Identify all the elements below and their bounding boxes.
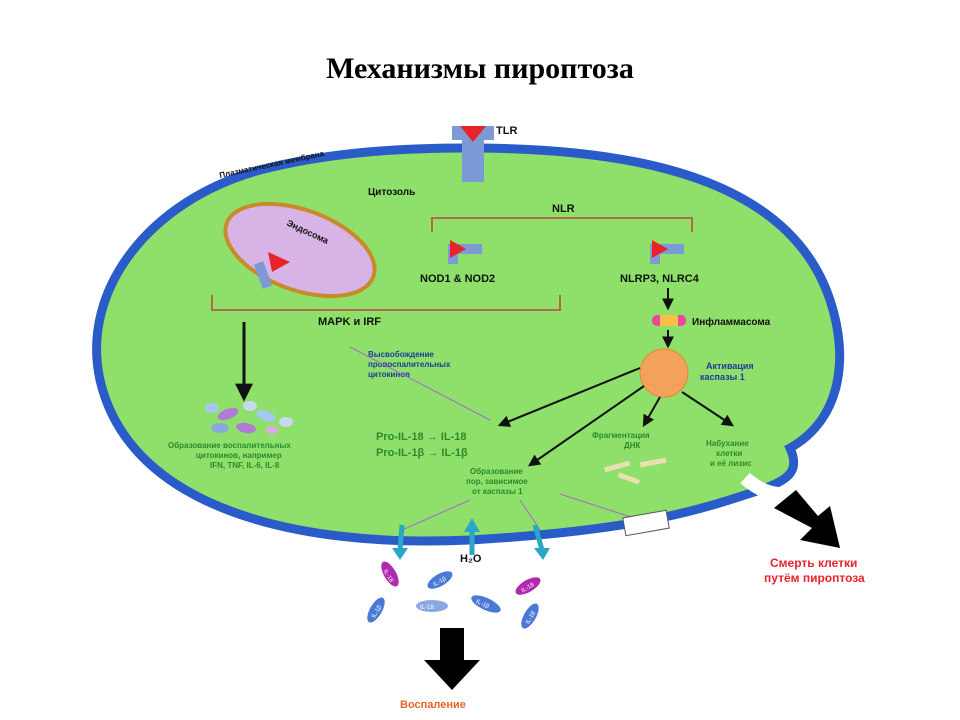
arrow-icon <box>642 396 661 428</box>
caspase-label-2: каспазы 1 <box>700 372 745 382</box>
formation-label-2: цитокинов, например <box>196 451 282 460</box>
nlr-bracket <box>431 217 693 232</box>
inflammation-arrow-icon <box>424 628 480 690</box>
il-label: IL-1β <box>475 599 491 610</box>
inflammation-label: Воспаление <box>400 699 466 711</box>
pore-icon <box>622 509 670 537</box>
teal-arrow-out-right <box>532 524 550 560</box>
pore-pointer <box>559 493 641 521</box>
arrow-icon <box>497 367 641 427</box>
teal-arrow-in <box>464 518 480 555</box>
h2o-label: H₂O <box>460 553 482 565</box>
endosome-receptor-icon <box>253 252 290 289</box>
dna-label-2: ДНК <box>624 441 640 450</box>
caspase-label-1: Активация <box>706 361 754 371</box>
page-title: Механизмы пироптоза <box>326 52 634 85</box>
nlrp-label: NLRP3, NLRC4 <box>620 273 700 285</box>
dna-label-1: Фрагментация <box>592 431 650 440</box>
tlr-label: TLR <box>496 125 517 137</box>
il-label: IL-18 <box>420 605 434 611</box>
mapk-label: MAPK и IRF <box>318 316 381 328</box>
caspase-icon <box>639 348 689 398</box>
death-label-1: Смерть клетки <box>770 556 857 570</box>
inflammasome-icon <box>652 315 686 326</box>
pro-il18-label: Pro-IL-18 → IL-18 <box>376 431 466 443</box>
formation-label-1: Образование воспалительных <box>168 441 291 450</box>
cytokine-icon: IL-18 IL-1β IL-18 IL-1β IL-18 IL-1β IL-1… <box>367 561 541 629</box>
swell-label-2: клетки <box>716 449 742 458</box>
nlrp-receptor-icon <box>650 240 684 264</box>
swell-label-1: Набухание <box>706 439 749 448</box>
pore-label-1: Образование <box>470 467 523 476</box>
teal-arrow-out-left <box>392 524 408 560</box>
pore-label-3: от каспазы 1 <box>472 487 523 496</box>
pore-label-2: пор, зависимое <box>466 477 528 486</box>
arrow-icon <box>681 391 735 427</box>
arrow-icon <box>528 385 645 467</box>
nlr-label: NLR <box>552 203 575 215</box>
cytosol-label: Цитозоль <box>368 187 415 198</box>
tlr-receptor-icon <box>452 126 494 182</box>
release-pointer <box>349 346 491 421</box>
death-arrow-icon <box>774 490 840 548</box>
release-label-3: цитокинов <box>368 370 410 379</box>
endosome <box>223 201 377 299</box>
death-label-2: путём пироптоза <box>764 571 865 585</box>
release-label-2: провоспалительных <box>368 360 451 369</box>
cytokine-icon <box>205 401 293 434</box>
inflammasome-label: Инфламмасома <box>692 316 771 328</box>
dna-fragment-icon <box>603 457 667 485</box>
nod-label: NOD1 & NOD2 <box>420 273 495 285</box>
pro-il1b-label: Pro-IL-1β → IL-1β <box>376 447 468 459</box>
membrane-rupture <box>740 472 808 502</box>
nod-receptor-icon <box>448 240 482 264</box>
pore-pointer <box>401 499 471 531</box>
formation-label-3: IFN, TNF, IL-6, IL-8 <box>210 461 280 470</box>
mapk-bracket <box>211 295 561 311</box>
swell-label-3: и её лизис <box>710 459 752 468</box>
release-label-1: Высвобождение <box>368 350 434 359</box>
